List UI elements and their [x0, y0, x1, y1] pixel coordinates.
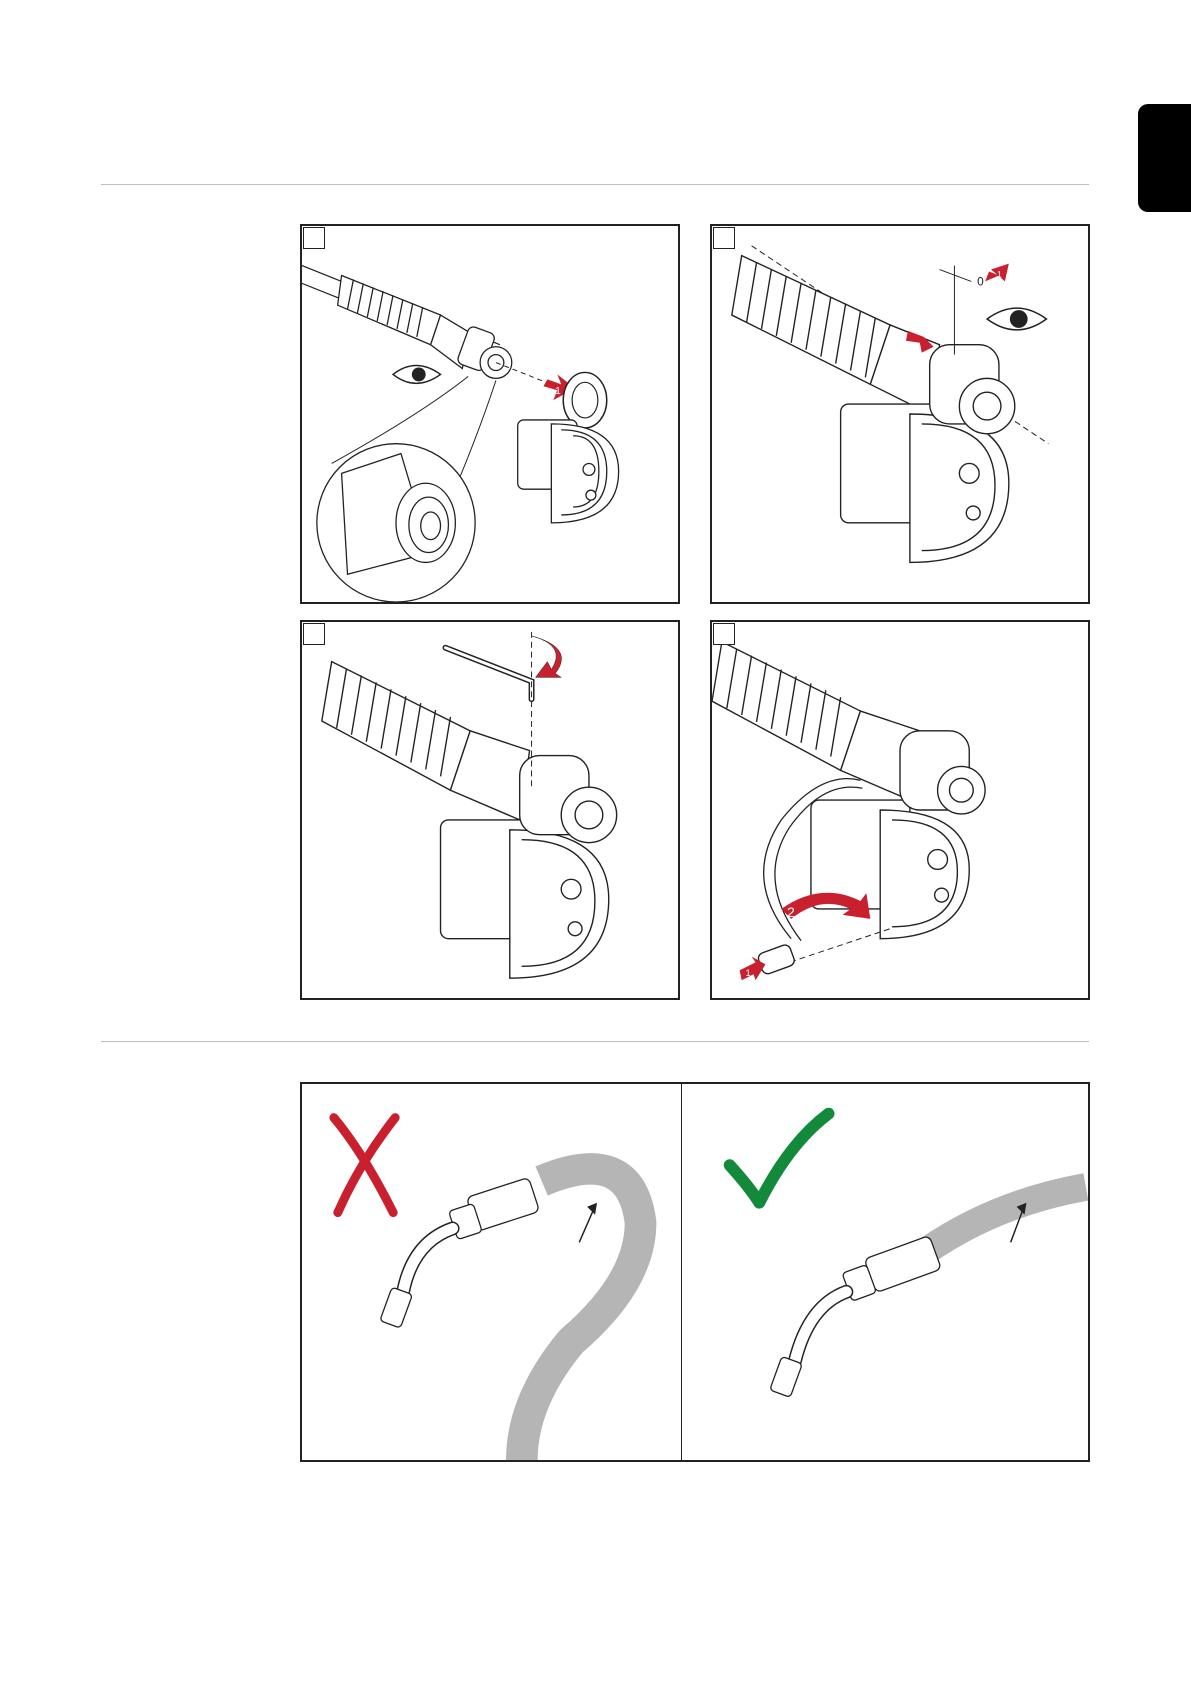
section-rule-top: [101, 184, 1089, 185]
step-2-drawing: 0 1: [712, 226, 1088, 602]
arrow-label-1: 1: [555, 386, 561, 397]
gap-zero-label: 0: [977, 274, 984, 288]
step-2-illustration: 0 1: [710, 224, 1090, 604]
section-rule-middle: [101, 1041, 1089, 1042]
arrow-label-1: 1: [746, 968, 751, 978]
arrow-label-2: 2: [787, 904, 795, 920]
check-icon: [730, 1114, 829, 1203]
eye-icon: [393, 366, 440, 384]
arrow-label-1b: 1: [997, 269, 1002, 279]
hose-comparison-illustration: [300, 1082, 1090, 1462]
comparison-drawing: [302, 1084, 1088, 1460]
step-1-illustration: 1: [300, 224, 680, 604]
step-4-number-box: [713, 623, 735, 645]
step-2-number-box: [713, 227, 735, 249]
eye-icon: [987, 308, 1046, 330]
step-1-drawing: 1: [302, 226, 678, 602]
rotate-arrow-icon: [532, 636, 562, 678]
step-3-drawing: [302, 622, 678, 998]
chapter-tab-marker: [1138, 104, 1191, 212]
cross-icon: [334, 1118, 395, 1213]
step-3-number-box: [303, 623, 325, 645]
step-4-drawing: 2 1: [712, 622, 1088, 998]
step-3-illustration: [300, 620, 680, 1000]
step-1-number-box: [303, 227, 325, 249]
step-4-illustration: 2 1: [710, 620, 1090, 1000]
